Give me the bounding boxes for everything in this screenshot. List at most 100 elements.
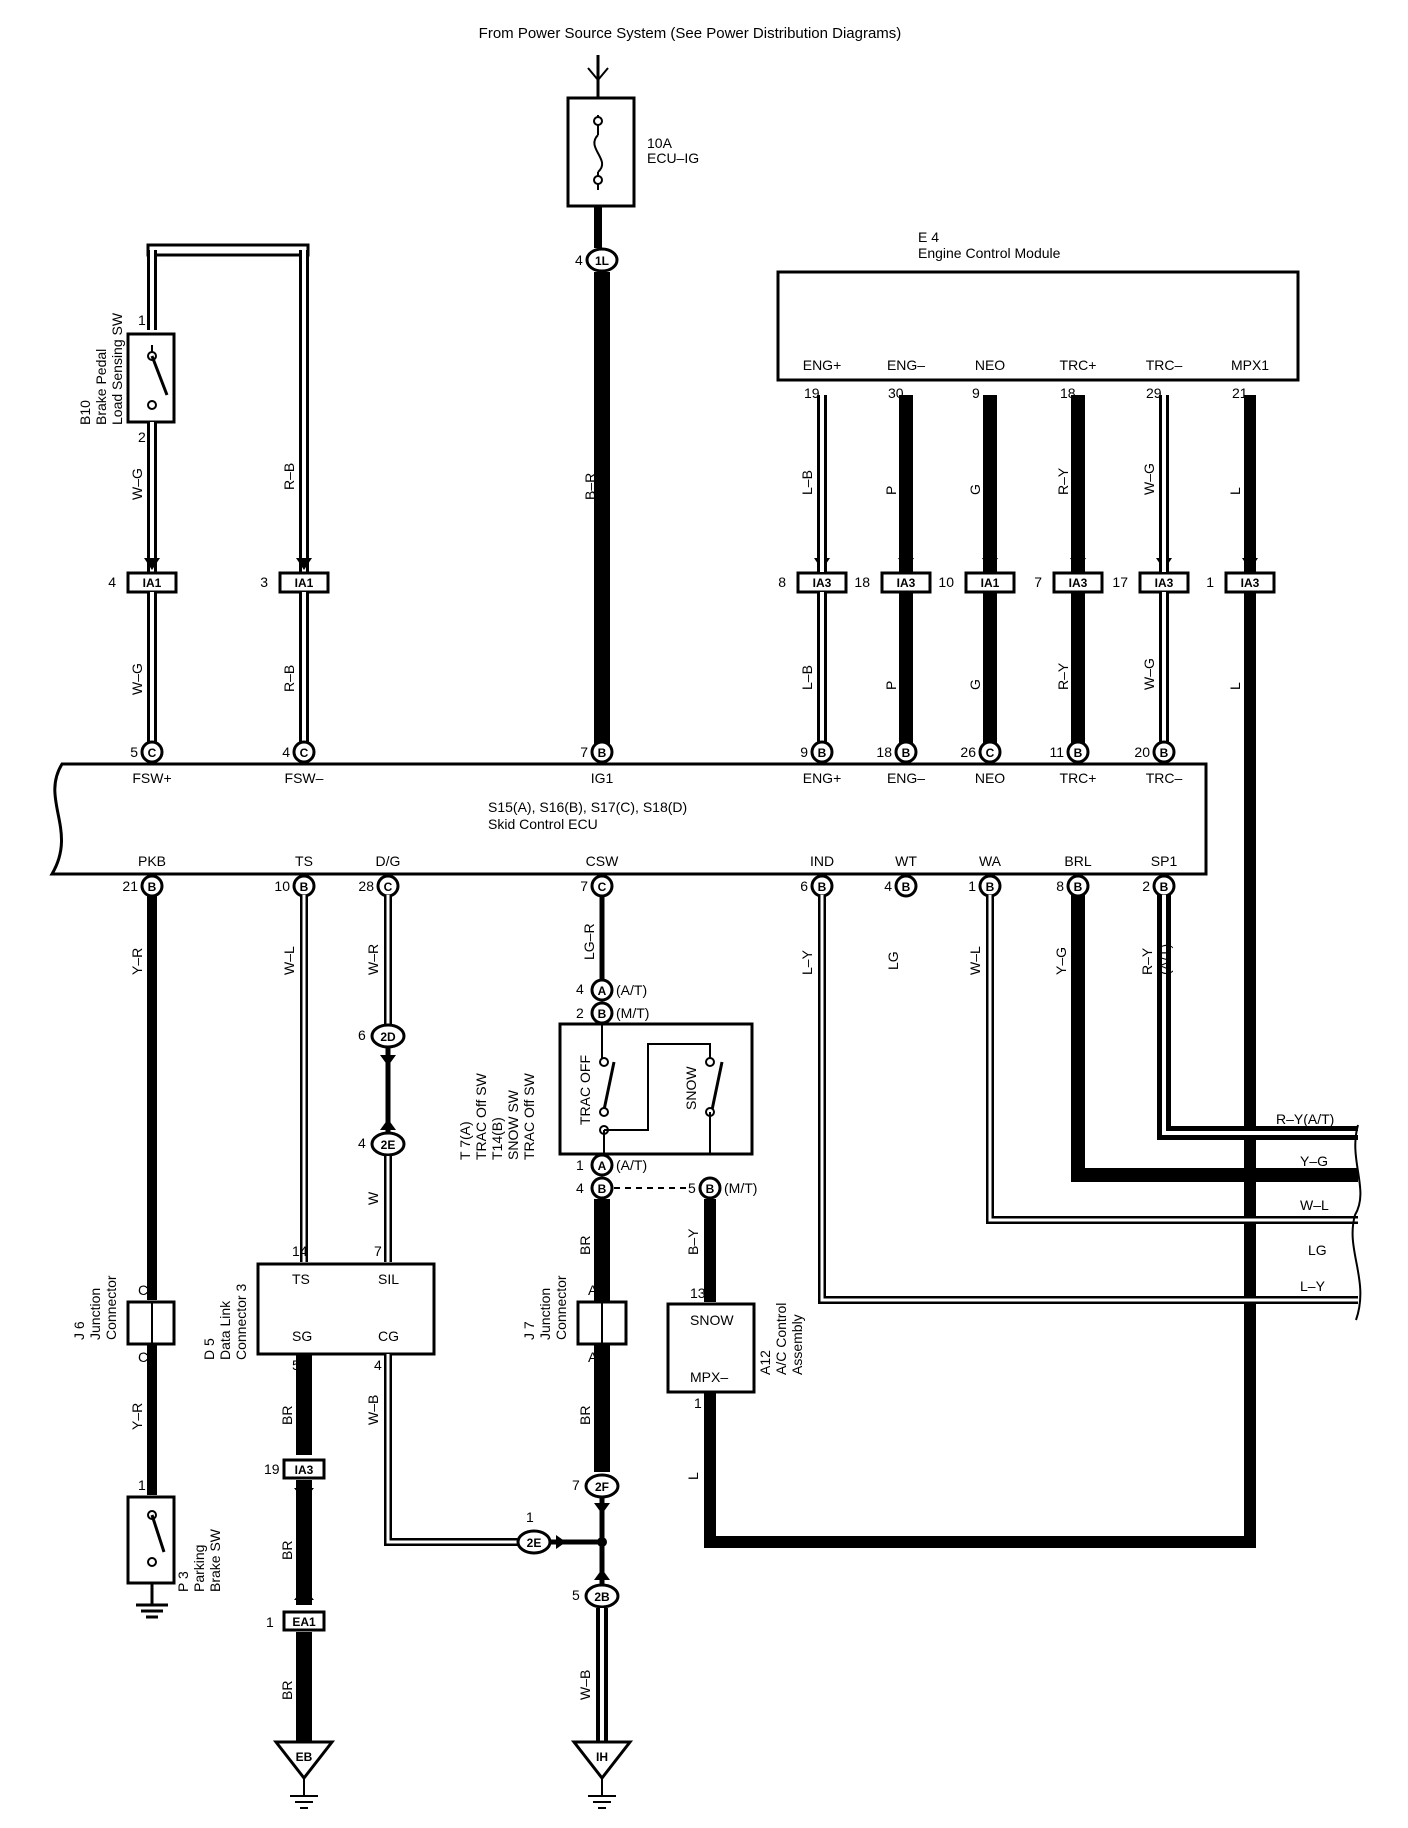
svg-text:10: 10 bbox=[938, 574, 954, 590]
svg-text:Engine Control Module: Engine Control Module bbox=[918, 245, 1061, 261]
svg-text:1: 1 bbox=[138, 1477, 146, 1493]
svg-text:A/C Control: A/C Control bbox=[773, 1303, 789, 1375]
engine-control-module: E 4 Engine Control Module ENG+19ENG–30NE… bbox=[776, 229, 1300, 401]
svg-text:E 4: E 4 bbox=[918, 229, 939, 245]
svg-text:WT: WT bbox=[895, 853, 917, 869]
svg-text:11: 11 bbox=[1049, 744, 1064, 760]
svg-text:8: 8 bbox=[778, 574, 786, 590]
svg-text:4: 4 bbox=[358, 1135, 366, 1151]
svg-text:S15(A), S16(B), S17(C), S18(D): S15(A), S16(B), S17(C), S18(D) bbox=[488, 799, 687, 815]
svg-text:2D: 2D bbox=[380, 1030, 396, 1044]
svg-text:1: 1 bbox=[694, 1395, 702, 1411]
svg-text:B: B bbox=[902, 880, 911, 894]
svg-text:EA1: EA1 bbox=[292, 1615, 316, 1629]
svg-text:B–Y: B–Y bbox=[685, 1228, 701, 1255]
svg-text:1: 1 bbox=[526, 1509, 534, 1525]
svg-text:W–L: W–L bbox=[281, 946, 297, 975]
svg-text:Y–R: Y–R bbox=[129, 948, 145, 975]
svg-text:C: C bbox=[138, 1282, 148, 1298]
svg-text:SG: SG bbox=[292, 1328, 312, 1344]
svg-text:B: B bbox=[818, 746, 827, 760]
source-note: From Power Source System (See Power Dist… bbox=[479, 25, 902, 42]
svg-text:R–Y: R–Y bbox=[1139, 947, 1155, 975]
svg-text:7: 7 bbox=[580, 744, 588, 760]
ecm-pin-num: 9 bbox=[972, 385, 980, 401]
svg-text:A: A bbox=[588, 1282, 598, 1298]
svg-text:R–Y: R–Y bbox=[1055, 467, 1071, 495]
svg-text:4: 4 bbox=[884, 878, 892, 894]
svg-text:SNOW SW: SNOW SW bbox=[505, 1089, 521, 1160]
svg-text:Load Sensing SW: Load Sensing SW bbox=[109, 312, 125, 425]
svg-text:Brake Pedal: Brake Pedal bbox=[93, 349, 109, 425]
svg-text:6: 6 bbox=[800, 878, 808, 894]
svg-text:LG: LG bbox=[1308, 1242, 1327, 1258]
svg-text:R–Y: R–Y bbox=[1055, 662, 1071, 690]
svg-text:B: B bbox=[986, 880, 995, 894]
skid-control-ecu: S15(A), S16(B), S17(C), S18(D) Skid Cont… bbox=[49, 740, 1208, 898]
ac-control-assembly bbox=[666, 1302, 756, 1394]
svg-text:TS: TS bbox=[292, 1271, 310, 1287]
svg-text:Connector 3: Connector 3 bbox=[233, 1284, 249, 1360]
svg-text:2E: 2E bbox=[527, 1536, 542, 1550]
svg-text:B: B bbox=[1160, 746, 1169, 760]
svg-text:1: 1 bbox=[138, 312, 146, 328]
svg-text:IA3: IA3 bbox=[1241, 576, 1260, 590]
svg-text:6: 6 bbox=[358, 1027, 366, 1043]
svg-text:C: C bbox=[138, 1349, 148, 1365]
svg-text:T14(B): T14(B) bbox=[489, 1117, 505, 1160]
svg-text:7: 7 bbox=[580, 878, 588, 894]
svg-text:TRAC Off SW: TRAC Off SW bbox=[473, 1072, 489, 1160]
svg-text:IG1: IG1 bbox=[591, 770, 614, 786]
svg-text:B: B bbox=[1074, 880, 1083, 894]
svg-text:1L: 1L bbox=[595, 254, 609, 268]
svg-text:Connector: Connector bbox=[553, 1275, 569, 1340]
svg-text:ENG+: ENG+ bbox=[803, 770, 842, 786]
svg-text:BR: BR bbox=[279, 1406, 295, 1425]
svg-text:18: 18 bbox=[876, 744, 892, 760]
svg-text:2F: 2F bbox=[595, 1480, 609, 1494]
svg-text:A: A bbox=[598, 1159, 607, 1173]
svg-text:4: 4 bbox=[108, 574, 116, 590]
csw-circuit: LG–R 4 A (A/T) 2 B (M/T) bbox=[576, 895, 649, 1025]
svg-text:Data Link: Data Link bbox=[217, 1300, 233, 1360]
svg-text:Y–G: Y–G bbox=[1053, 947, 1069, 975]
svg-text:D 5: D 5 bbox=[201, 1338, 217, 1360]
svg-text:4: 4 bbox=[576, 1180, 584, 1196]
svg-text:18: 18 bbox=[854, 574, 870, 590]
svg-text:IA3: IA3 bbox=[813, 576, 832, 590]
svg-text:9: 9 bbox=[800, 744, 808, 760]
svg-text:5: 5 bbox=[130, 744, 138, 760]
svg-text:1: 1 bbox=[576, 1157, 584, 1173]
svg-text:L–B: L–B bbox=[799, 470, 815, 495]
svg-text:B: B bbox=[300, 880, 309, 894]
ecm-pin-num: 21 bbox=[1232, 385, 1248, 401]
br-trac-circuit: BR A A J 7 Junction Connector BR 7 2F 5 … bbox=[521, 1199, 634, 1809]
svg-text:17: 17 bbox=[1112, 574, 1128, 590]
svg-text:4: 4 bbox=[282, 744, 290, 760]
svg-text:(M/T): (M/T) bbox=[616, 1005, 649, 1021]
svg-text:W–G: W–G bbox=[1141, 658, 1157, 690]
data-link-connector-3: 14 7 TS SIL SG CG 5 4 D 5 Data Link Conn… bbox=[201, 1243, 436, 1373]
svg-text:4: 4 bbox=[576, 981, 584, 997]
svg-text:P: P bbox=[883, 681, 899, 690]
svg-text:W–R: W–R bbox=[365, 944, 381, 975]
svg-text:MPX–: MPX– bbox=[690, 1369, 728, 1385]
svg-text:B: B bbox=[1074, 746, 1083, 760]
svg-text:Assembly: Assembly bbox=[789, 1314, 805, 1375]
svg-text:W–B: W–B bbox=[577, 1670, 593, 1700]
svg-text:26: 26 bbox=[960, 744, 976, 760]
svg-text:W–G: W–G bbox=[1141, 463, 1157, 495]
svg-text:Y–G: Y–G bbox=[1300, 1153, 1328, 1169]
svg-text:W–L: W–L bbox=[967, 946, 983, 975]
svg-text:Skid Control ECU: Skid Control ECU bbox=[488, 816, 598, 832]
ts-circuit: W–L bbox=[281, 895, 308, 1262]
svg-text:BR: BR bbox=[577, 1236, 593, 1255]
